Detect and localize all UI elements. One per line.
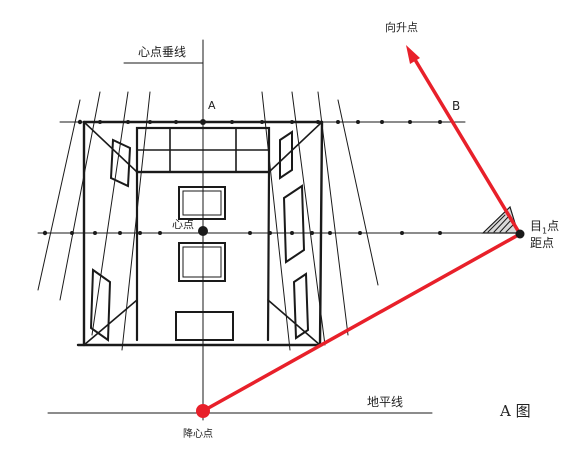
rise-point-label: 向升点 [385,21,418,34]
ticks-top [77,119,442,125]
red-line-distance-to-rise [412,56,522,236]
distance-point-label: 距点 [530,236,555,250]
red-construction-lines [196,45,525,418]
vertical-line-label: 心点垂线 [138,45,187,59]
back-wall-doors [175,186,234,341]
center-point-label: 心点 [172,218,194,231]
distance-point-dot [515,229,525,239]
left-wall-features [89,138,132,342]
center-point-dot [198,226,208,236]
point-a-label: A [208,99,216,112]
figure-caption: A 图 [500,402,531,420]
eye-point-subscript: 1 [542,226,548,236]
rise-arrow-icon [406,45,420,64]
eye-point-label: 目1点 [530,220,559,235]
eye-point-text: 目 [530,219,543,233]
eye-point-suffix: 点 [547,219,560,233]
point-b-label: B [452,99,461,113]
descent-point-label: 降心点 [183,429,213,440]
descent-point-dot [196,404,210,418]
ticks-horizon [42,230,442,236]
ground-line-label: 地平线 [367,395,404,409]
ceiling-beams [83,121,323,346]
red-line-descent-to-distance [201,232,522,413]
right-wall-features [279,130,310,340]
